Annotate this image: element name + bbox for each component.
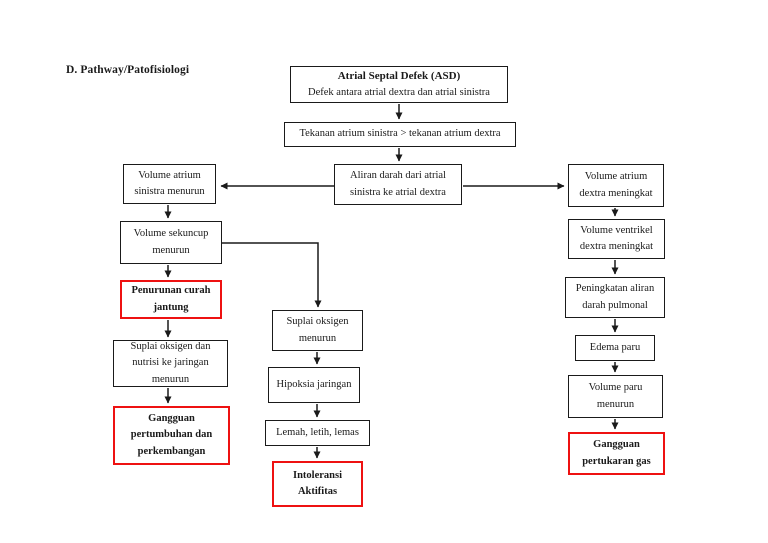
node-hipoksia-jaringan: Hipoksia jaringan	[268, 367, 360, 403]
node-volume-atrium-sinistra: Volume atrium sinistra menurun	[123, 164, 216, 204]
node-suplai-oksigen-nutrisi: Suplai oksigen dan nutrisi ke jaringan m…	[113, 340, 228, 387]
node-edema-paru: Edema paru	[575, 335, 655, 361]
node-lemah-letih-lemas: Lemah, letih, lemas	[265, 420, 370, 446]
node-volume-atrium-dextra: Volume atrium dextra meningkat	[568, 164, 664, 207]
node-suplai-oksigen-menurun: Suplai oksigen menurun	[272, 310, 363, 351]
node-volume-ventrikel-dextra: Volume ventrikel dextra meningkat	[568, 219, 665, 259]
node-volume-paru-menurun: Volume paru menurun	[568, 375, 663, 418]
node-asd-subtitle: Defek antara atrial dextra dan atrial si…	[308, 86, 490, 98]
node-penurunan-curah-jantung: Penurunan curah jantung	[120, 280, 222, 319]
section-heading: D. Pathway/Patofisiologi	[66, 64, 190, 76]
node-gangguan-pertukaran-gas: Gangguan pertukaran gas	[568, 432, 665, 475]
node-aliran-darah: Aliran darah dari atrial sinistra ke atr…	[334, 164, 462, 205]
node-tekanan-atrium: Tekanan atrium sinistra > tekanan atrium…	[284, 122, 516, 147]
node-peningkatan-aliran-pulmonal: Peningkatan aliran darah pulmonal	[565, 277, 665, 318]
node-volume-sekuncup: Volume sekuncup menurun	[120, 221, 222, 264]
node-intoleransi-aktifitas: Intoleransi Aktifitas	[272, 461, 363, 507]
node-asd: Atrial Septal Defek (ASD) Defek antara a…	[290, 66, 508, 103]
node-gangguan-pertumbuhan: Gangguan pertumbuhan dan perkembangan	[113, 406, 230, 465]
node-asd-title: Atrial Septal Defek (ASD)	[337, 69, 461, 82]
